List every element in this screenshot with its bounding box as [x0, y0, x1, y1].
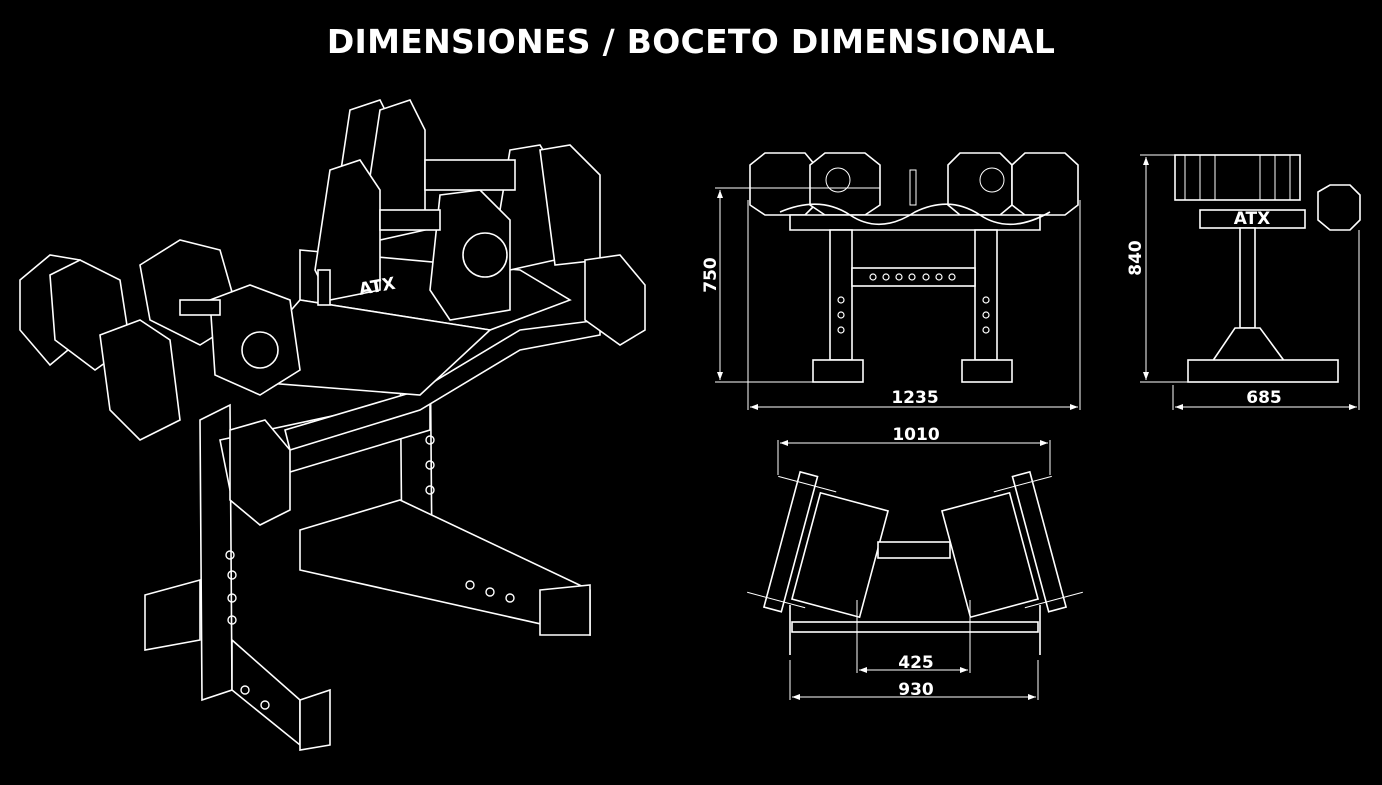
dumbbell-left-icon: [19, 239, 301, 441]
page-title: DIMENSIONES / BOCETO DIMENSIONAL: [326, 22, 1056, 61]
top-inner-width-label: 425: [898, 653, 934, 673]
front-view: [749, 152, 1079, 383]
dimension-lines: [715, 154, 1360, 700]
side-width-label: 685: [1246, 388, 1282, 408]
top-view: [747, 470, 1083, 655]
side-height-label: 840: [1126, 240, 1146, 276]
side-view: ATX: [1174, 154, 1361, 383]
isometric-view: ATX: [19, 99, 646, 751]
atx-logo-side: ATX: [1234, 209, 1271, 229]
front-width-label: 1235: [891, 388, 938, 408]
dumbbell-right-icon: [314, 99, 601, 321]
front-height-label: 750: [701, 257, 721, 293]
top-base-width-label: 930: [898, 680, 934, 700]
top-outer-width-label: 1010: [892, 425, 939, 445]
